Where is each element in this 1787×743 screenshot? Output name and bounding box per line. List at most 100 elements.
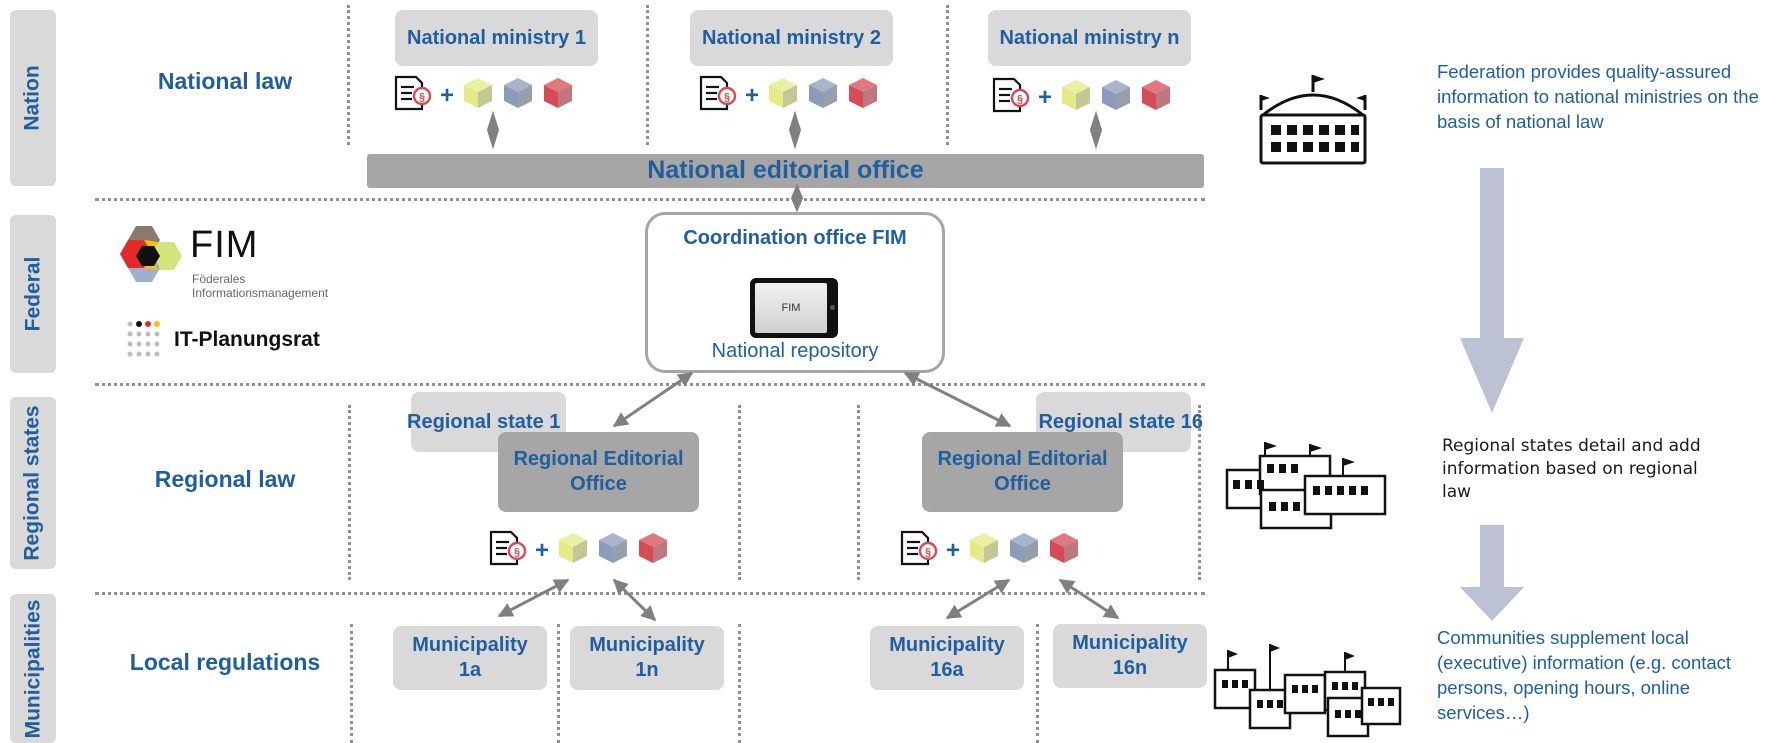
regional-editorial-office-16[interactable]: Regional Editorial Office [922, 432, 1123, 512]
communities-description: Communities supplement local (executive)… [1437, 627, 1732, 723]
law-document-icon: § [392, 75, 432, 116]
divider-municipal-2 [557, 624, 560, 743]
divider-regional-3 [857, 405, 860, 580]
ministry-1-icons: § + [392, 75, 574, 116]
blue-cube-icon [502, 76, 534, 115]
red-cube-icon [1140, 78, 1172, 117]
municipality-1a-line1: Municipality [412, 634, 528, 656]
it-planungsrat-logo: IT-Planungsrat [126, 320, 366, 360]
regional-municipal-arrows [497, 578, 1120, 622]
it-planungsrat-text: IT-Planungsrat [174, 328, 320, 351]
national-ministry-2[interactable]: National ministry 2 [690, 10, 893, 66]
fim-logo-line2: Informationsmanagement [192, 286, 329, 300]
regional-1-icons: § + [487, 530, 669, 571]
divider-nation-1 [347, 5, 350, 145]
national-editorial-office[interactable]: National editorial office [367, 154, 1204, 188]
divider-nation-3 [946, 5, 949, 145]
coordination-office-title: Coordination office FIM [683, 227, 907, 249]
municipality-1a[interactable]: Municipality 1a [393, 626, 547, 690]
regional-state-1-label: Regional state 1 [407, 410, 561, 433]
municipality-1n[interactable]: Municipality 1n [570, 626, 724, 690]
yellow-cube-icon [968, 531, 1000, 570]
yellow-cube-icon [557, 531, 589, 570]
tablet-fim-logo: FIM [781, 302, 801, 314]
municipality-1n-line2: 1n [635, 659, 659, 681]
law-document-icon: § [487, 530, 527, 571]
blue-cube-icon [807, 76, 839, 115]
row-tab-municipalities: Municipalities [10, 594, 56, 743]
regional-editorial-office-1[interactable]: Regional Editorial Office [498, 432, 699, 512]
federation-description: Federation provides quality-assured info… [1437, 61, 1759, 132]
municipality-16a[interactable]: Municipality 16a [870, 626, 1024, 690]
law-document-icon: § [990, 77, 1030, 118]
tablet-icon: FIM [750, 278, 838, 338]
it-planungsrat-dots-icon [127, 321, 160, 357]
divider-municipal-1 [350, 624, 353, 743]
fim-logo-line1: Föderales [192, 272, 246, 286]
regional-16-icons: § + [898, 530, 1080, 571]
national-repository-label: National repository [711, 340, 879, 362]
national-ministry-1[interactable]: National ministry 1 [395, 10, 598, 66]
divider-regional-4 [1198, 405, 1201, 580]
regional-editorial-office-16-line2: Office [994, 473, 1051, 495]
downward-arrow-small-icon [1460, 525, 1524, 621]
municipality-16n[interactable]: Municipality 16n [1053, 624, 1207, 688]
red-cube-icon [637, 531, 669, 570]
separator-regional-municipal [95, 592, 1205, 595]
divider-nation-2 [646, 5, 649, 145]
plus-sign: + [745, 81, 760, 109]
blue-cube-icon [1008, 531, 1040, 570]
svg-text:§: § [1017, 94, 1023, 106]
separator-nation-federal [95, 198, 1205, 201]
ministry-n-icons: § + [990, 77, 1172, 118]
municipal-buildings-icon [1213, 644, 1402, 738]
svg-text:§: § [419, 92, 425, 104]
ministry-2-icons: § + [697, 75, 879, 116]
yellow-cube-icon [767, 76, 799, 115]
municipality-1n-line1: Municipality [589, 634, 705, 656]
coordination-office-box[interactable]: Coordination office FIM FIM National rep… [645, 212, 945, 373]
regional-description: Regional states detail and add informati… [1442, 436, 1701, 502]
row-tab-regional-label: Regional states [21, 405, 44, 561]
plus-sign: + [440, 81, 455, 109]
row-tab-nation: Nation [10, 10, 56, 186]
regional-law-label: Regional law [154, 466, 296, 492]
downward-arrow-large-icon [1460, 168, 1524, 413]
regional-state-16-label: Regional state 16 [1038, 410, 1203, 433]
law-document-icon: § [898, 530, 938, 571]
divider-regional-1 [348, 405, 351, 580]
blue-cube-icon [1100, 78, 1132, 117]
row-tab-federal-label: Federal [21, 256, 45, 332]
separator-federal-regional [95, 383, 1205, 386]
national-ministry-1-label: National ministry 1 [407, 26, 586, 49]
regional-editorial-office-1-line1: Regional Editorial [513, 448, 684, 470]
row-tab-federal: Federal [10, 215, 56, 373]
row-tab-municipalities-label: Municipalities [21, 599, 45, 738]
municipality-16n-line2: 16n [1112, 657, 1148, 679]
yellow-cube-icon [1060, 78, 1092, 117]
red-cube-icon [847, 76, 879, 115]
fim-hexagon-logo-icon [120, 226, 182, 282]
fim-logo-name: FIM [190, 224, 259, 266]
municipality-16n-line1: Municipality [1072, 632, 1188, 654]
municipality-16a-line1: Municipality [889, 634, 1005, 656]
national-ministry-n-label: National ministry n [999, 26, 1180, 49]
blue-cube-icon [597, 531, 629, 570]
regional-buildings-icon [1225, 442, 1387, 530]
federal-building-icon [1259, 75, 1367, 165]
municipality-16a-line2: 16a [930, 659, 964, 681]
red-cube-icon [542, 76, 574, 115]
svg-text:§: § [724, 92, 730, 104]
svg-text:§: § [514, 547, 520, 559]
row-tab-nation-label: Nation [21, 65, 45, 131]
plus-sign: + [946, 536, 961, 564]
row-tab-regional-states: Regional states [10, 397, 56, 569]
municipality-1a-line2: 1a [458, 659, 482, 681]
national-ministry-n[interactable]: National ministry n [988, 10, 1191, 66]
national-law-label: National law [157, 68, 293, 94]
divider-municipal-3 [738, 624, 741, 743]
national-editorial-office-label: National editorial office [647, 156, 924, 185]
svg-text:§: § [925, 547, 931, 559]
fim-logo: FIM Föderales Informationsmanagement [118, 224, 378, 314]
regional-editorial-office-1-line2: Office [570, 473, 627, 495]
